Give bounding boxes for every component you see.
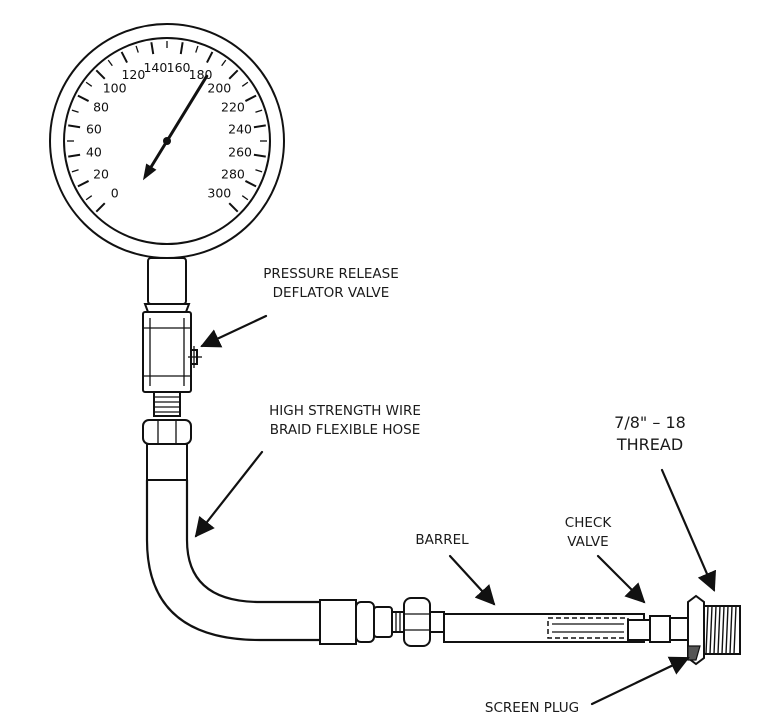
hose-label-line2: BRAID FLEXIBLE HOSE <box>270 422 421 438</box>
barrel-label: BARREL <box>415 532 469 548</box>
gauge-tick-label: 160 <box>167 60 191 75</box>
gauge-tick-label: 120 <box>121 67 145 82</box>
callout-labels: PRESSURE RELEASE DEFLATOR VALVE HIGH STR… <box>263 266 686 716</box>
gauge-major-tick <box>206 51 214 64</box>
pressure-release-label-line1: PRESSURE RELEASE <box>263 266 399 282</box>
gauge-major-tick <box>253 153 266 158</box>
screen-plug-arrow <box>590 656 690 706</box>
pressure-release-label-line2: DEFLATOR VALVE <box>273 285 390 301</box>
gauge-tick-label: 40 <box>86 145 102 160</box>
gauge-major-tick <box>150 42 155 55</box>
gauge-minor-tick <box>255 169 263 173</box>
screen-plug-label: SCREEN PLUG <box>485 700 579 716</box>
gauge-minor-tick <box>85 81 93 87</box>
gauge-ticks <box>67 41 267 213</box>
gauge-major-tick <box>77 180 90 188</box>
check-valve-label-line2: VALVE <box>567 534 608 550</box>
gauge-minor-tick <box>71 109 79 113</box>
hose-label-line1: HIGH STRENGTH WIRE <box>269 403 421 419</box>
gauge-tick-label: 140 <box>143 60 167 75</box>
gauge-needle-head <box>142 163 157 181</box>
check-valve-seat <box>649 615 671 643</box>
barrel-arrow <box>448 554 496 606</box>
gauge-minor-tick <box>85 195 93 201</box>
gauge-minor-tick <box>221 59 227 67</box>
gauge-tick-label: 300 <box>207 185 231 200</box>
gauge-major-tick <box>95 69 106 80</box>
gauge-major-tick <box>68 153 81 158</box>
hose-arrow <box>194 450 264 538</box>
gauge-needle-shaft <box>145 74 209 175</box>
thread-arrow <box>660 468 716 592</box>
gauge-tick-label: 60 <box>86 121 102 136</box>
gauge-minor-tick <box>241 81 249 87</box>
gauge-minor-tick <box>135 45 139 53</box>
gauge-minor-tick <box>195 45 199 53</box>
gauge-tick-label: 100 <box>103 81 127 96</box>
flexible-hose <box>145 478 322 642</box>
adapter-thread <box>391 611 405 633</box>
gauge-tick-label: 20 <box>93 167 109 182</box>
gauge-minor-tick <box>71 169 79 173</box>
gauge-tick-label: 80 <box>93 99 109 114</box>
barrel-coupling-nut <box>403 597 431 647</box>
gauge-major-tick <box>244 180 257 188</box>
gauge-major-tick <box>95 202 106 213</box>
gauge-tick-label: 240 <box>228 121 252 136</box>
hose-bottom-nut <box>355 601 375 643</box>
check-valve-label-line1: CHECK <box>565 515 613 531</box>
gauge-major-tick <box>228 69 239 80</box>
gauge-needle-hub <box>163 137 171 145</box>
adapter-fitting <box>373 606 393 638</box>
barrel-collar <box>429 611 445 633</box>
gauge-stem-assembly <box>142 257 202 481</box>
gauge-major-tick <box>179 42 184 55</box>
hose-top-nut <box>142 419 192 445</box>
check-valve-arrow <box>596 554 646 604</box>
gauge-major-tick <box>68 124 81 129</box>
gauge-major-tick <box>228 202 239 213</box>
gauge-stem-collar <box>143 303 191 313</box>
check-valve-body <box>627 619 651 641</box>
gauge-major-tick <box>120 51 128 64</box>
gauge-minor-tick <box>255 109 263 113</box>
gauge-minor-tick <box>241 195 249 201</box>
gauge-needle <box>142 74 209 181</box>
barrel-assembly <box>319 594 741 666</box>
gauge-tick-label: 0 <box>111 185 119 200</box>
thread-label-line2: THREAD <box>616 435 683 454</box>
screen-plug <box>687 645 701 661</box>
gauge-tick-label: 220 <box>221 99 245 114</box>
deflator-valve-arrow <box>200 314 268 348</box>
gauge-major-tick <box>253 124 266 129</box>
gauge-tick-label: 280 <box>221 167 245 182</box>
thread-label-line1: 7/8" – 18 <box>614 413 686 432</box>
hose-top-ferrule <box>146 443 188 481</box>
gauge-major-tick <box>244 94 257 102</box>
gauge-major-tick <box>77 94 90 102</box>
leader-arrows <box>194 314 716 706</box>
hose-bottom-ferrule <box>319 599 357 645</box>
gauge-tick-label: 260 <box>228 145 252 160</box>
gauge-stem <box>147 257 187 305</box>
gauge-tick-label: 200 <box>207 81 231 96</box>
gauge-minor-tick <box>107 59 113 67</box>
